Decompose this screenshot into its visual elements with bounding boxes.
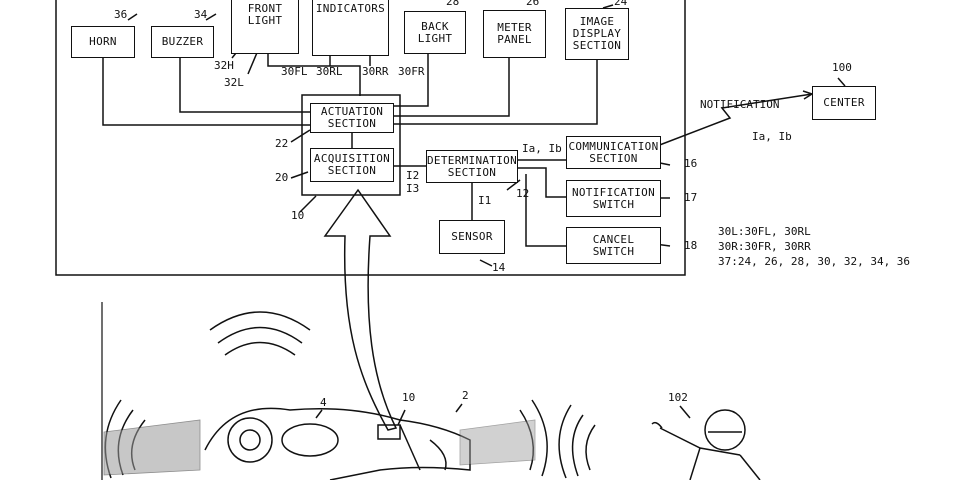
- acquisition-section-box: ACQUISITION SECTION: [310, 148, 394, 182]
- back-light-label-2: LIGHT: [417, 31, 453, 45]
- ref-36: 36: [114, 8, 128, 21]
- ref-10-lower: 10: [402, 391, 416, 404]
- signal-ia-ib: Ia, Ib: [522, 142, 562, 155]
- ref-20: 20: [275, 171, 289, 184]
- backlight-line: [394, 54, 429, 107]
- ref-14: 14: [492, 261, 506, 274]
- ref-32L: 32L: [224, 76, 244, 89]
- communication-section-box: COMMUNICATION SECTION: [566, 136, 661, 169]
- horn-line: [102, 58, 310, 126]
- indicators-label: INDICATORS: [315, 2, 386, 15]
- determination-label-2: SECTION: [447, 165, 497, 179]
- display-line: [394, 60, 598, 125]
- sensor-box: SENSOR: [439, 220, 505, 254]
- signal-i2: I2: [406, 169, 420, 182]
- ref-18: 18: [684, 239, 698, 252]
- buzzer-line: [179, 58, 310, 113]
- notification-switch-label-2: SWITCH: [592, 197, 635, 211]
- ref-12: 12: [516, 187, 530, 200]
- horn-label: HORN: [89, 35, 117, 48]
- ref-24: 24: [614, 0, 628, 8]
- ref-28: 28: [446, 0, 460, 8]
- meter-panel-box: METER PANEL: [483, 10, 546, 58]
- legend-line-2: 30R:30FR, 30RR: [718, 240, 811, 253]
- ref-32H: 32H: [214, 59, 234, 72]
- cancel-switch-label-1: CANCEL: [592, 232, 635, 246]
- signal-ia-ib-center: Ia, Ib: [752, 130, 792, 143]
- meter-line: [394, 58, 510, 117]
- center-box: CENTER: [812, 86, 876, 120]
- legend-notes: 30L:30FL, 30RL 30R:30FR, 30RR 37:24, 26,…: [718, 224, 910, 269]
- horn-box: HORN: [71, 26, 135, 58]
- ref-2: 2: [462, 389, 469, 402]
- sensor-label: SENSOR: [451, 230, 493, 243]
- ref-16: 16: [684, 157, 698, 170]
- notification-label: NOTIFICATION: [700, 98, 780, 111]
- frontlight-indicator-bus: [267, 52, 361, 96]
- ref-10: 10: [291, 209, 305, 222]
- cancel-switch-box: CANCEL SWITCH: [566, 227, 661, 264]
- image-display-label-3: SECTION: [572, 39, 622, 52]
- legend-line-3: 37:24, 26, 28, 30, 32, 34, 36: [718, 255, 911, 268]
- actuation-section-box: ACTUATION SECTION: [310, 103, 394, 133]
- image-display-box: IMAGE DISPLAY SECTION: [565, 8, 629, 60]
- image-display-label-2: DISPLAY: [572, 27, 622, 40]
- determination-label-1: DETERMINATION: [427, 153, 517, 167]
- ref-30FL: 30FL: [281, 65, 308, 78]
- acquisition-label-2: SECTION: [327, 164, 377, 177]
- acquisition-label-1: ACQUISITION: [313, 152, 391, 165]
- ref-17: 17: [684, 191, 698, 204]
- communication-label-1: COMMUNICATION: [568, 139, 659, 153]
- legend-line-1: 30L:30FL, 30RL: [718, 225, 811, 238]
- ref-100: 100: [832, 61, 852, 74]
- wireless-link: [656, 93, 813, 147]
- signal-i3: I3: [406, 182, 420, 195]
- ref-4: 4: [320, 396, 327, 409]
- center-label: CENTER: [823, 96, 865, 109]
- front-light-box: FRONT LIGHT: [231, 0, 299, 54]
- notification-switch-box: NOTIFICATION SWITCH: [566, 180, 661, 217]
- ref-22: 22: [275, 137, 289, 150]
- front-light-label-2: LIGHT: [247, 14, 283, 27]
- controller-boundary: [301, 94, 401, 196]
- ref-102: 102: [668, 391, 688, 404]
- actuation-label-1: ACTUATION: [320, 105, 384, 118]
- meter-panel-label-2: PANEL: [497, 33, 532, 46]
- image-display-label-1: IMAGE: [579, 15, 615, 28]
- ref-30FR: 30FR: [398, 65, 425, 78]
- buzzer-box: BUZZER: [151, 26, 214, 58]
- meter-panel-label-1: METER: [497, 21, 532, 34]
- cancel-switch-label-2: SWITCH: [592, 244, 635, 258]
- indicators-box: INDICATORS: [312, 0, 389, 56]
- determination-section-box: DETERMINATION SECTION: [426, 150, 518, 183]
- signal-i1: I1: [478, 194, 492, 207]
- actuation-label-2: SECTION: [327, 117, 377, 130]
- front-light-label-1: FRONT: [247, 2, 283, 15]
- notification-switch-label-1: NOTIFICATION: [571, 185, 656, 199]
- detection-arrow: [323, 188, 398, 431]
- ref-30RR: 30RR: [362, 65, 389, 78]
- ref-34: 34: [194, 8, 208, 21]
- system-boundary: [55, 0, 686, 276]
- ref-26: 26: [526, 0, 540, 8]
- back-light-label-1: BACK: [421, 19, 449, 33]
- ref-30RL: 30RL: [316, 65, 343, 78]
- communication-label-2: SECTION: [589, 151, 638, 165]
- buzzer-label: BUZZER: [161, 35, 204, 48]
- back-light-box: BACK LIGHT: [404, 11, 466, 54]
